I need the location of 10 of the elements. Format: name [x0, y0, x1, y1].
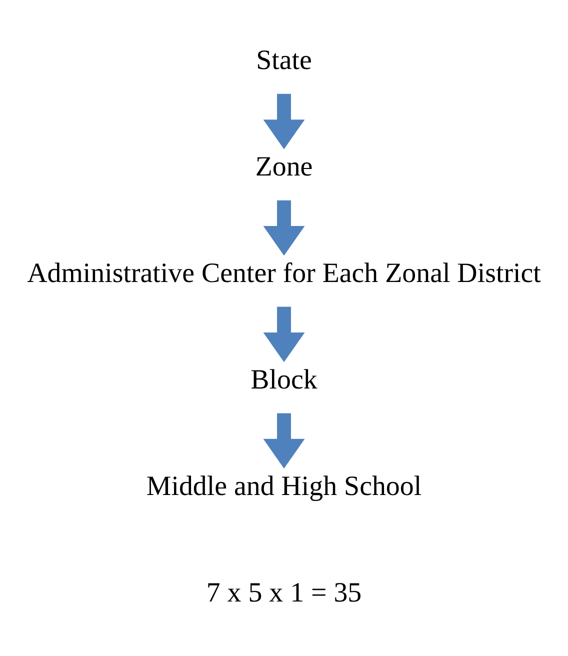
node-text: State [256, 44, 312, 76]
node-text: Administrative Center for Each Zonal District [27, 257, 541, 288]
label: 7 x 5 x 1 = 35 [206, 576, 362, 608]
arrow [263, 200, 305, 256]
arrow [263, 306, 305, 362]
node-text: Zone [255, 150, 313, 182]
arrow [263, 93, 305, 149]
node-text: Middle and High School [146, 470, 422, 502]
arrow [263, 412, 305, 468]
node-text: Block [250, 364, 318, 395]
